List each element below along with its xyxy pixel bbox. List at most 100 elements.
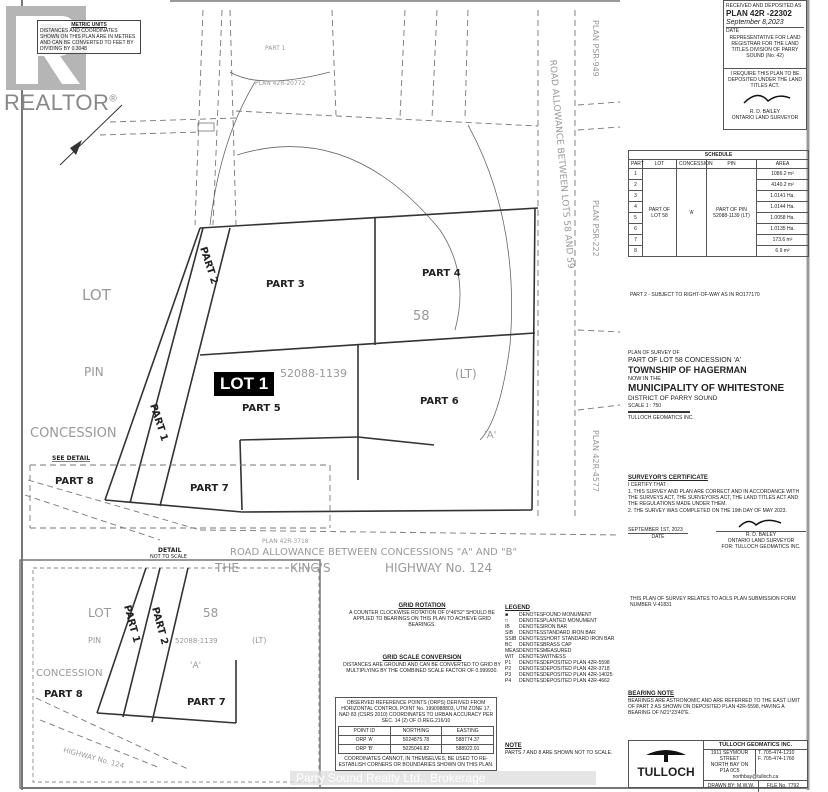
- firm-email[interactable]: northbay@tulloch.ca: [704, 774, 807, 781]
- grid-scale-text: DISTANCES ARE GROUND AND CAN BE CONVERTE…: [343, 662, 501, 674]
- schedule-part: 6: [628, 223, 643, 235]
- schedule-part: 2: [628, 179, 643, 191]
- title-now-in: NOW IN THE: [628, 376, 661, 382]
- setback-arc: [236, 146, 461, 331]
- grid-rotation-note: GRID ROTATION A COUNTER CLOCKWISE ROTATI…: [342, 602, 502, 628]
- schedule-area: 1.0141 Ha.: [755, 190, 810, 202]
- firm-phone: T. 705-474-1210: [758, 750, 795, 756]
- legend-description: DEPOSITED PLAN 42R-14025: [543, 672, 613, 678]
- adjacent-plan-lines: [99, 9, 539, 226]
- legend-symbol: IB: [505, 624, 510, 630]
- part-2-label: PART 2: [197, 246, 219, 286]
- title-district: DISTRICT OF PARRY SOUND: [628, 395, 718, 402]
- title-line-1: PART OF LOT 58 CONCESSION 'A': [628, 357, 742, 364]
- legend-symbol: P3: [505, 672, 512, 678]
- schedule-header: PIN: [706, 159, 757, 169]
- grid-scale-note: GRID SCALE CONVERSION DISTANCES ARE GROU…: [342, 654, 502, 674]
- schedule-area: 1086.2 m²: [755, 168, 810, 180]
- schedule-pin: PART OF PIN 52088-1139 (LT): [706, 168, 757, 257]
- surveyor-name: R. D. BAILEY: [749, 109, 781, 115]
- coord-column-header: NORTHING: [389, 726, 443, 736]
- plan-line: [577, 126, 621, 131]
- firm-info: TULLOCH GEOMATICS INC. 1911 SEYMOUR STRE…: [703, 741, 807, 792]
- schedule-area: 1.0144 Ha.: [755, 201, 810, 213]
- part-6-label: PART 6: [420, 396, 459, 407]
- legend-symbol: WIT: [505, 654, 515, 660]
- schedule-part: 3: [628, 190, 643, 202]
- coord-cell: 5024875.78: [389, 735, 443, 745]
- approval-require-box: I REQUIRE THIS PLAN TO BE DEPOSITED UNDE…: [723, 68, 807, 130]
- legend-denotes: DENOTES: [519, 636, 544, 642]
- metric-units-title: METRIC UNITS: [71, 22, 107, 28]
- legend-symbol: P1: [505, 660, 512, 666]
- detail-part-7-label: PART 7: [187, 697, 226, 708]
- tulloch-logo-icon: [646, 750, 686, 762]
- detail-pin-number: 52088-1139: [175, 637, 218, 645]
- firm-block: TULLOCH TULLOCH GEOMATICS INC. 1911 SEYM…: [628, 740, 808, 792]
- legend-symbol: SSIB: [505, 636, 517, 642]
- schedule-row: 6 1.0135 Ha.: [628, 223, 810, 235]
- pin-number-label: 52088-1139: [280, 367, 347, 380]
- detail-highway-label: HIGHWAY No. 124: [62, 746, 125, 770]
- legend-denotes: DENOTES: [519, 624, 544, 630]
- scale-label: SCALE 1 : 750: [628, 403, 662, 409]
- part-3-label: PART 3: [266, 279, 305, 290]
- signature: [738, 519, 782, 528]
- bearing-note-text: BEARINGS ARE ASTRONOMIC AND ARE REFERRED…: [628, 698, 801, 716]
- certificate-item-1: 1. THIS SURVEY AND PLAN ARE CORRECT AND …: [628, 489, 800, 507]
- legend-denotes: DENOTES: [519, 648, 544, 654]
- title-block: PLAN OF SURVEY OF PART OF LOT 58 CONCESS…: [628, 350, 806, 421]
- legend-symbol: P4: [505, 678, 512, 684]
- surveyor-title: ONTARIO LAND SURVEYOR: [731, 115, 799, 121]
- plan-line: [577, 404, 621, 411]
- certificate-date-block: SEPTEMBER 1ST, 2023 DATE: [628, 517, 688, 550]
- legend-denotes: DENOTES: [519, 612, 544, 618]
- road-allowance-bottom-label: ROAD ALLOWANCE BETWEEN CONCESSIONS "A" A…: [230, 547, 517, 558]
- aols-note: THIS PLAN OF SURVEY RELATES TO AOLS PLAN…: [630, 596, 796, 608]
- pin-label: PIN: [84, 365, 104, 379]
- firm-city: NORTH BAY ON: [710, 762, 749, 768]
- schedule-header: AREA: [755, 159, 810, 169]
- coord-table-footer: COORDINATES CANNOT, IN THEMSELVES, BE US…: [338, 756, 494, 768]
- schedule-area: 6.9 m²: [755, 245, 810, 257]
- note: NOTE PARTS 7 AND 8 ARE SHOWN NOT TO SCAL…: [505, 742, 623, 756]
- part-5-label: PART 5: [242, 403, 281, 414]
- firm-address: 1911 SEYMOUR STREET: [710, 750, 749, 762]
- detail-lot-number: 58: [203, 606, 218, 620]
- registered-mark: ®: [109, 93, 118, 105]
- lot-1-badge: LOT 1: [214, 372, 275, 396]
- road-allowance-vertical-label: ROAD ALLOWANCE BETWEEN LOTS 58 AND 59: [547, 59, 575, 269]
- require-text: I REQUIRE THIS PLAN TO BE DEPOSITED UNDE…: [727, 71, 803, 89]
- plan-label: PLAN 42R-20772: [255, 80, 306, 87]
- note-title: NOTE: [505, 743, 522, 749]
- legend-denotes: DENOTES: [519, 618, 544, 624]
- note-text: PARTS 7 AND 8 ARE SHOWN NOT TO SCALE.: [505, 750, 613, 756]
- lot-number-label: 58: [413, 309, 430, 324]
- surveyors-certificate: SURVEYOR'S CERTIFICATE I CERTIFY THAT : …: [628, 474, 806, 550]
- legend-description: WITNESS: [543, 654, 566, 660]
- schedule-header: LOT: [642, 159, 677, 169]
- certificate-intro: I CERTIFY THAT :: [628, 482, 669, 488]
- title-municipality: MUNICIPALITY OF WHITESTONE: [628, 383, 785, 394]
- legend-description: BRASS CAP: [543, 642, 572, 648]
- detail-part-2-label: PART 2: [149, 606, 170, 646]
- coord-cell: 5025046.82: [389, 744, 443, 754]
- legend-symbol: SIB: [505, 630, 514, 636]
- brokerage-watermark: Parry Sound Realty Ltd., Brokerage: [290, 771, 596, 785]
- north-arrow: [59, 104, 123, 166]
- legend-denotes: DENOTES: [519, 660, 544, 666]
- certificate-surveyor-name: R. D. BAILEY: [716, 531, 806, 538]
- title-firm: TULLOCH GEOMATICS INC.: [628, 415, 694, 421]
- schedule-area: 1.0135 Ha.: [755, 223, 810, 235]
